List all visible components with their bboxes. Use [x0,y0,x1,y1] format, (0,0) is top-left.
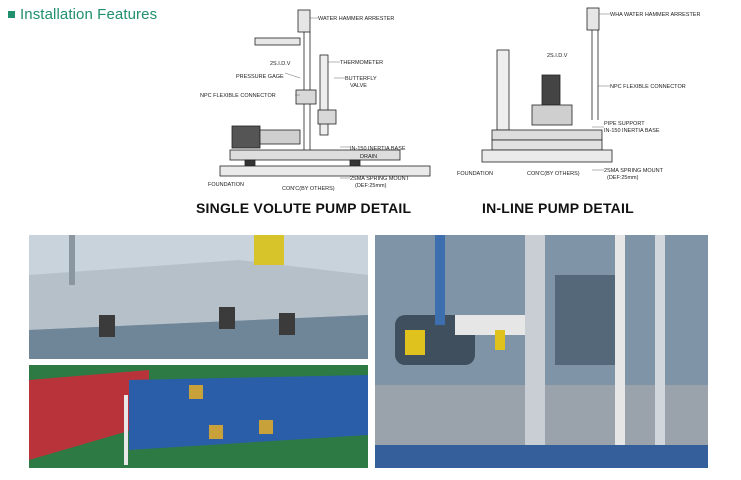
in-line-pump-diagram: WHA WATER HAMMER ARRESTER 2S.I.D.V NPC F… [457,7,700,181]
label-gate-valve-2: 2S.I.D.V [547,53,568,59]
label-def-2: (DEF:25mm) [607,175,639,181]
photo-spring-mounts-image [29,365,368,468]
label-butterfly: BUTTERFLY [345,76,377,82]
label-foundation-2: FOUNDATION [457,171,493,177]
label-pipe-support: PIPE SUPPORT [604,121,645,127]
label-water-hammer: WATER HAMMER ARRESTER [318,16,394,22]
label-npc-connector: NPC FLEXIBLE CONNECTOR [200,93,276,99]
label-valve: VALVE [350,83,367,89]
label-inertia-base-2: IN-150 INERTIA BASE [604,128,660,134]
label-def: (DEF:25mm) [355,183,387,189]
photo-inertia-base [29,235,368,359]
label-inertia-base: IN-150 INERTIA BASE [350,146,406,152]
header-bullet-icon [8,11,15,18]
photo-pump-installation-image [375,235,708,468]
label-spring-mount: 2SMA SPRING MOUNT [350,176,410,182]
photo-spring-mounts [29,365,368,468]
label-gate-valve: 2S.I.D.V [270,61,291,67]
label-conc-others-2: CON'C(BY OTHERS) [527,171,580,177]
label-npc-connector-2: NPC FLEXIBLE CONNECTOR [610,84,686,90]
label-spring-mount-2: 2SMA SPRING MOUNT [604,168,664,174]
label-conc-others: CON'C(BY OTHERS) [282,186,335,192]
label-pressure-gage: PRESSURE GAGE [236,74,284,80]
page-title: Installation Features [20,6,158,23]
caption-single-volute: SINGLE VOLUTE PUMP DETAIL [196,200,412,216]
label-foundation: FOUNDATION [208,182,244,188]
photo-inertia-base-image [29,235,368,359]
label-drain: DRAIN [360,154,377,160]
label-thermometer: THERMOMETER [340,60,383,66]
photo-pump-installation [375,235,708,468]
section-header: Installation Features [8,6,157,23]
label-wha: WHA WATER HAMMER ARRESTER [610,12,700,18]
caption-in-line: IN-LINE PUMP DETAIL [482,200,634,216]
single-volute-pump-diagram: WATER HAMMER ARRESTER 2S.I.D.V THERMOMET… [200,9,431,192]
